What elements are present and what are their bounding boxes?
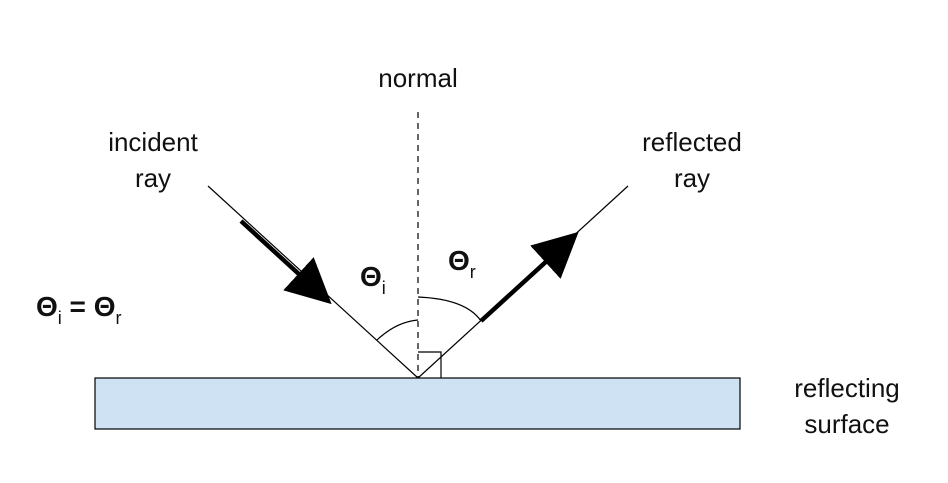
reflected-ray-label-line2: ray: [673, 163, 711, 193]
theta-symbol: Θ: [36, 291, 58, 322]
incident-ray-label-line1: incident: [108, 127, 198, 157]
incident-ray-label-line2: ray: [134, 163, 172, 193]
incident-angle-arc: [376, 319, 419, 341]
reflected-subscript: r: [469, 262, 476, 282]
reflected-subscript: r: [115, 308, 122, 328]
theta-symbol: Θ: [93, 291, 116, 322]
reflecting-surface: [94, 377, 741, 430]
incident-ray-arrow: [239, 219, 332, 305]
reflected-angle-arc: [417, 296, 482, 322]
reflected-angle-label: Θr: [448, 245, 476, 283]
incident-angle-label: Θi: [360, 261, 386, 299]
incident-subscript: i: [381, 278, 386, 298]
theta-symbol: Θ: [360, 261, 382, 292]
incident-subscript: i: [57, 308, 62, 328]
right-angle-marker: [418, 351, 442, 378]
normal-label: normal: [378, 63, 458, 93]
incident-ray-line: [207, 185, 419, 379]
reflected-ray-label-line1: reflected: [642, 127, 742, 157]
surface-label-line2: surface: [804, 409, 890, 439]
equals-sign: =: [61, 291, 94, 322]
surface-label-line1: reflecting: [794, 373, 900, 403]
reflected-ray-arrow: [479, 231, 579, 323]
theta-symbol: Θ: [448, 245, 470, 276]
reflection-law-equation: Θi = Θr: [36, 291, 122, 329]
